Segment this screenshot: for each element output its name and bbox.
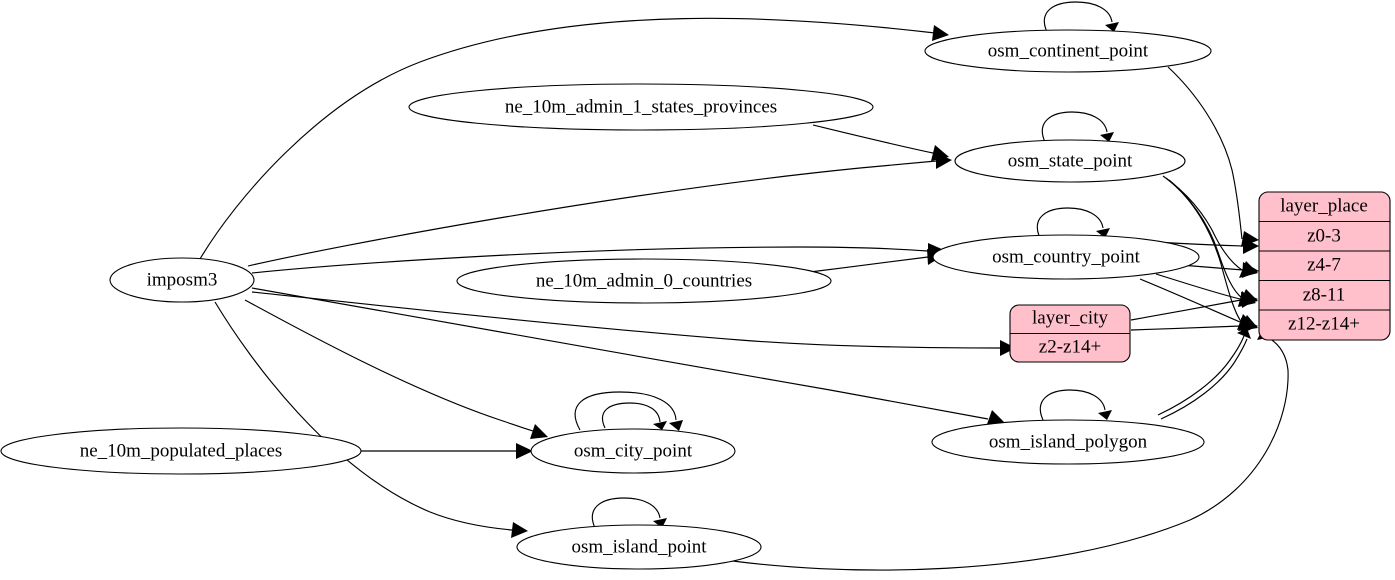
edge-imposm3-to-osm_continent_point (199, 17, 936, 260)
edge-osm_island_point-self (591, 497, 661, 529)
arrowhead (530, 424, 548, 439)
edge-osm_country_point-to-layer_place-z8-11 (1155, 273, 1241, 300)
arrowhead (511, 522, 528, 538)
arrowhead (1098, 410, 1112, 420)
node-osm_island_polygon[interactable]: osm_island_polygon (931, 419, 1205, 465)
edge-osm_state_point-to-layer_place-z8-11 (1165, 177, 1243, 299)
node-osm_continent_point-shape[interactable] (924, 29, 1212, 73)
edge-imposm3-to-osm_country_point (251, 246, 929, 274)
edge-ne_states-to-osm_state_point (812, 124, 934, 154)
arrowhead (931, 145, 949, 161)
record-layer_place-box[interactable] (1258, 191, 1391, 341)
arrowhead (1237, 328, 1251, 339)
node-osm_state_point-shape[interactable] (954, 139, 1186, 183)
node-osm_island_point[interactable]: osm_island_point (516, 524, 762, 570)
edge-osm_city_point-self-outer (574, 391, 677, 431)
node-osm_city_point-shape[interactable] (530, 428, 736, 474)
node-osm_country_point[interactable]: osm_country_point (932, 234, 1200, 280)
edge-osm_state_point-self (1041, 111, 1108, 143)
record-layer_city[interactable]: layer_city z2-z14+ (1009, 304, 1131, 363)
node-ne_populated-shape[interactable] (0, 427, 362, 475)
node-osm_island_polygon-shape[interactable] (931, 419, 1205, 465)
node-osm_city_point[interactable]: osm_city_point (530, 428, 736, 474)
node-ne_10m_admin_1_states_provinces[interactable]: ne_10m_admin_1_states_provinces (408, 83, 874, 131)
arrowhead (932, 25, 949, 41)
edge-layer (199, 1, 1289, 571)
node-ne_states-shape[interactable] (408, 83, 874, 131)
node-imposm3-shape[interactable] (109, 257, 255, 303)
edge-osm_island_polygon-self (1039, 389, 1106, 421)
edge-layer_city-to-layer_place-z8-11 (1130, 299, 1242, 321)
node-ne_10m_admin_0_countries[interactable]: ne_10m_admin_0_countries (456, 258, 832, 304)
edge-osm_island_point-to-layer_place-z12-z14 (711, 334, 1289, 571)
edge-imposm3-to-layer_city (251, 291, 1001, 349)
arrowhead (669, 420, 683, 431)
arrowhead (653, 518, 667, 528)
arrowhead (1243, 238, 1259, 254)
edge-osm_island_polygon-to-layer_place-z12-z14 (1157, 335, 1245, 416)
node-osm_state_point[interactable]: osm_state_point (954, 139, 1186, 183)
edge-imposm3-to-osm_island_point (214, 301, 513, 531)
edge-imposm3-to-osm_island_polygon (251, 287, 989, 420)
node-ne_10m_populated_places[interactable]: ne_10m_populated_places (0, 427, 362, 475)
node-osm_country_point-shape[interactable] (932, 234, 1200, 280)
arrowhead (1096, 228, 1110, 238)
edge-imposm3-to-osm_state_point (247, 160, 937, 267)
node-ne_countries-shape[interactable] (456, 258, 832, 304)
node-osm_continent_point[interactable]: osm_continent_point (924, 29, 1212, 73)
edge-osm_island_polygon-to-layer_place-z12-z14-b (1160, 338, 1248, 420)
arrowhead (1242, 262, 1259, 278)
edge-osm_continent_point-to-layer_place-z0-3 (1167, 66, 1243, 240)
arrowhead (1105, 22, 1119, 32)
edge-imposm3-to-osm_city_point (244, 299, 534, 432)
node-layer: imposm3 ne_10m_admin_1_states_provinces … (0, 29, 1212, 570)
edge-osm_continent_point-self (1043, 1, 1113, 33)
arrowhead (516, 443, 533, 459)
edge-osm_city_point-self-inner (602, 402, 661, 429)
edge-osm_country_point-self (1036, 207, 1104, 239)
edge-layer_city-to-layer_place-z12-z14 (1130, 325, 1242, 331)
edge-osm_country_point-to-layer_place-z12-z14 (1139, 278, 1241, 323)
node-imposm3[interactable]: imposm3 (109, 257, 255, 303)
arrowhead (1100, 132, 1114, 142)
edge-osm_state_point-to-layer_place-z12-z14 (1168, 179, 1244, 325)
arrowhead (1241, 292, 1258, 308)
edge-ne_countries-to-osm_country_point (809, 256, 929, 273)
record-layer_place[interactable]: layer_place z0-3 z4-7 z8-11 z12-z14+ (1258, 191, 1391, 341)
arrowhead (1000, 340, 1016, 356)
arrowhead (653, 421, 667, 430)
node-osm_island_point-shape[interactable] (516, 524, 762, 570)
